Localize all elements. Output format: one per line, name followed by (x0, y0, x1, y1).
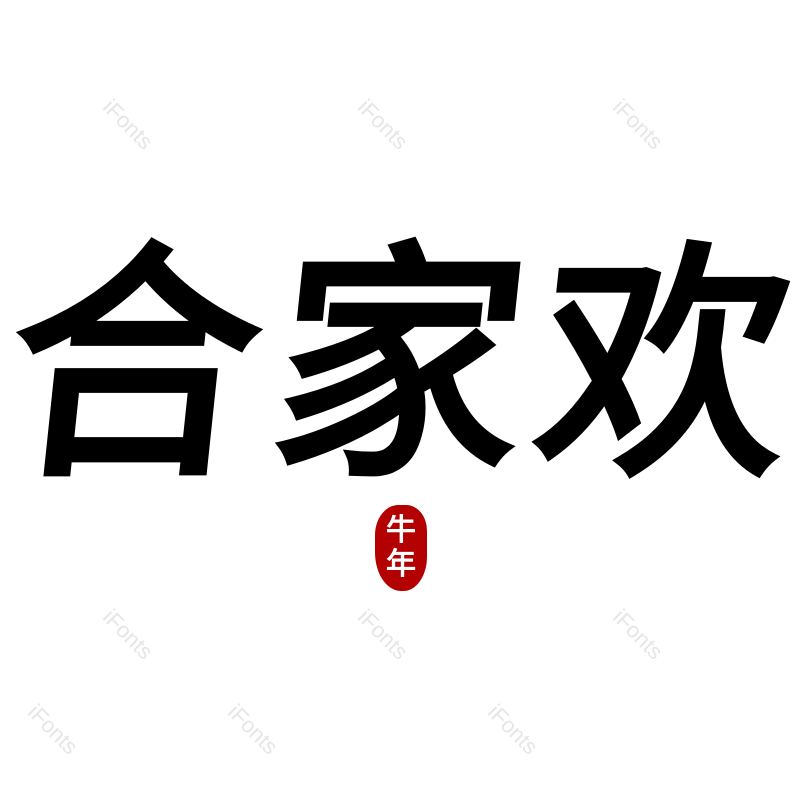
watermark: iFonts (608, 604, 669, 665)
watermark: iFonts (223, 699, 284, 760)
seal-char: 牛 (386, 513, 416, 548)
title-char: 合 (0, 218, 276, 512)
title-char: 欢 (524, 218, 800, 512)
seal-char: 年 (386, 547, 416, 582)
watermark: iFonts (98, 604, 159, 665)
watermark: iFonts (483, 699, 544, 760)
title-char: 家 (259, 218, 541, 512)
watermark: iFonts (608, 94, 669, 155)
watermark: iFonts (98, 94, 159, 155)
watermark: iFonts (353, 94, 414, 155)
red-seal: 牛 年 (375, 505, 427, 591)
calligraphy-title: 合 家 欢 (0, 218, 800, 512)
watermark: iFonts (353, 604, 414, 665)
watermark: iFonts (23, 699, 84, 760)
